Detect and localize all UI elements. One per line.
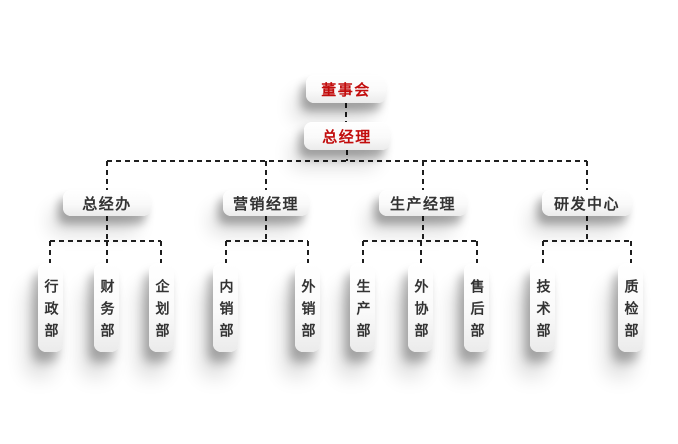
node-general-manager-office: 总经办 <box>63 190 151 216</box>
general-manager-label: 总经理 <box>322 127 372 146</box>
general-manager-office-label: 总经办 <box>82 194 132 213</box>
after-sales-dept-label: 售后部 <box>468 278 485 345</box>
node-production-manager: 生产经理 <box>379 190 467 216</box>
node-after-sales-dept: 售后部 <box>464 263 489 352</box>
node-board-of-directors: 董事会 <box>306 75 386 103</box>
admin-dept-label: 行政部 <box>42 278 59 345</box>
export-sales-dept-label: 外销部 <box>299 278 316 345</box>
node-rd-center: 研发中心 <box>542 190 632 216</box>
marketing-manager-label: 营销经理 <box>232 194 299 213</box>
rd-center-label: 研发中心 <box>553 194 620 213</box>
technical-dept-label: 技术部 <box>534 278 551 345</box>
node-quality-inspection-dept: 质检部 <box>618 263 643 352</box>
node-domestic-sales-dept: 内销部 <box>213 263 238 352</box>
node-finance-dept: 财务部 <box>94 263 119 352</box>
node-outsourcing-dept: 外协部 <box>408 263 433 352</box>
finance-dept-label: 财务部 <box>98 278 115 345</box>
node-planning-dept: 企划部 <box>149 263 174 352</box>
node-admin-dept: 行政部 <box>38 263 63 352</box>
planning-dept-label: 企划部 <box>153 278 170 345</box>
domestic-sales-dept-label: 内销部 <box>217 278 234 345</box>
node-technical-dept: 技术部 <box>530 263 555 352</box>
node-export-sales-dept: 外销部 <box>295 263 320 352</box>
production-manager-label: 生产经理 <box>389 194 456 213</box>
quality-inspection-dept-label: 质检部 <box>622 278 639 345</box>
production-dept-label: 生产部 <box>354 278 371 345</box>
board-of-directors-label: 董事会 <box>321 80 371 99</box>
node-marketing-manager: 营销经理 <box>223 190 309 216</box>
outsourcing-dept-label: 外协部 <box>412 278 429 345</box>
node-production-dept: 生产部 <box>350 263 375 352</box>
node-general-manager: 总经理 <box>304 122 390 150</box>
